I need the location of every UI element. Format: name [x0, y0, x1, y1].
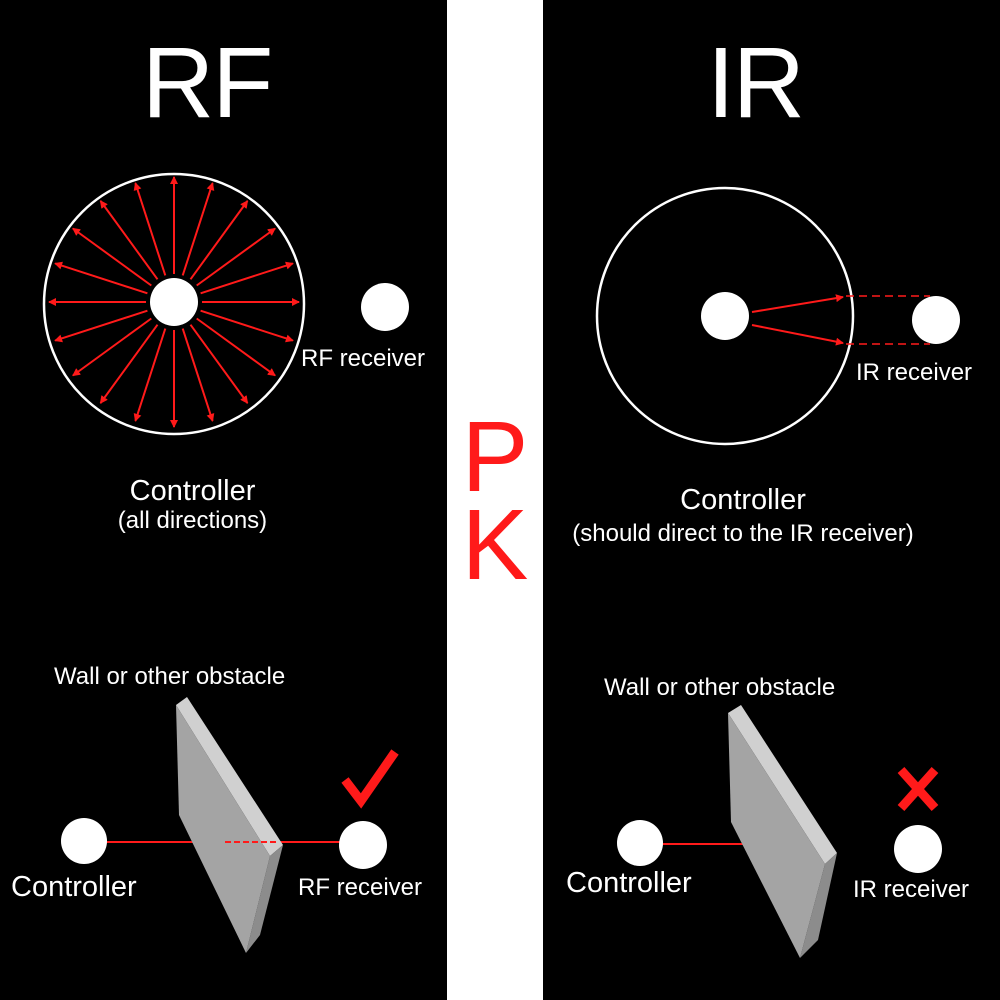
ir-range-circle [595, 186, 855, 446]
ir-controller-dot [701, 292, 749, 340]
ir-receiver-label: IR receiver [856, 359, 973, 386]
ir-bottom-controller-dot [617, 820, 663, 866]
center-divider [447, 0, 543, 1000]
pk-letter-k: K [461, 489, 529, 601]
rf-signal-arrow [54, 309, 148, 343]
rf-signal-arrow [133, 182, 167, 276]
rf-signal-arrow [196, 317, 276, 377]
rf-signal-arrow [189, 200, 249, 280]
rf-range-circle [42, 172, 306, 436]
rf-bottom-controller-label: Controller [11, 871, 137, 903]
rf-receiver-dot [361, 283, 409, 331]
rf-controller-note: (all directions) [117, 507, 268, 534]
rf-signal-arrow [200, 309, 294, 343]
rf-signal-arrow [200, 261, 294, 295]
ir-obstacle-wall [728, 705, 837, 958]
rf-obstacle-wall [176, 697, 283, 953]
ir-title: IR [707, 27, 805, 139]
rf-signal-arrow [189, 324, 249, 404]
ir-beam-arrow-bottom [751, 324, 844, 346]
rf-title: RF [142, 27, 273, 139]
rf-signal-arrow [181, 328, 215, 422]
ir-bottom-receiver-label: IR receiver [853, 876, 970, 903]
ir-obstacle-label: Wall or other obstacle [604, 674, 836, 701]
rf-bottom-receiver-dot [339, 821, 387, 869]
rf-signal-arrow [72, 227, 152, 287]
rf-signal-arrow [99, 200, 159, 280]
rf-signal-arrow [54, 261, 148, 295]
rf-obstacle-label: Wall or other obstacle [54, 663, 286, 690]
ir-beam-arrow-top [751, 294, 844, 313]
ir-bottom-receiver-dot [894, 825, 942, 873]
rf-signal-arrow [72, 317, 152, 377]
rf-signal-arrow [133, 328, 167, 422]
rf-controller-label: Controller [129, 475, 256, 507]
checkmark-icon [341, 749, 399, 809]
ir-bottom-controller-label: Controller [566, 867, 692, 899]
rf-signal-arrow [181, 182, 215, 276]
rf-receiver-label: RF receiver [301, 345, 426, 372]
rf-signal-arrow [99, 324, 159, 404]
pk-letter-p: P [461, 401, 529, 513]
cross-icon [897, 766, 939, 812]
ir-controller-note: (should direct to the IR receiver) [572, 520, 914, 547]
rf-controller-dot [150, 278, 198, 326]
rf-bottom-receiver-label: RF receiver [298, 874, 423, 901]
rf-signal-arrows [48, 176, 300, 428]
ir-receiver-dot [912, 296, 960, 344]
ir-controller-label: Controller [680, 484, 806, 516]
rf-signal-arrow [196, 227, 276, 287]
rf-bottom-controller-dot [61, 818, 107, 864]
